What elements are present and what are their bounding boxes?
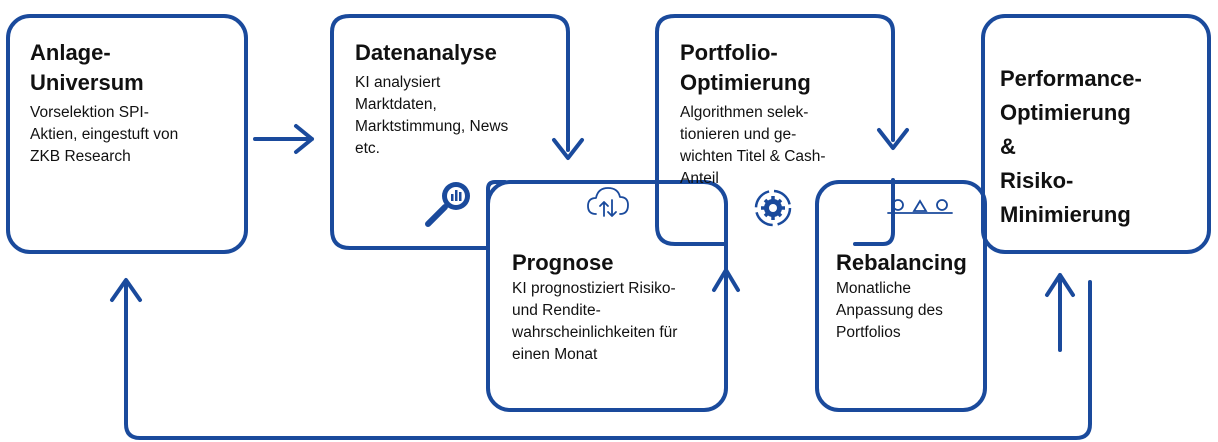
arrow-anlage-to-datenanalyse (253, 124, 314, 154)
portfolio-box-outline (655, 14, 895, 246)
portfolio-title: Portfolio- Optimierung (680, 40, 811, 95)
step-datenanalyse: Datenanalyse KI analysiert Marktdaten, M… (355, 38, 560, 160)
step-prognose: Prognose KI prognostiziert Risiko- und R… (512, 248, 727, 366)
prognose-title: Prognose (512, 250, 614, 275)
anlage-box-outline (6, 14, 248, 254)
datenanalyse-desc: KI analysiert Marktdaten, Marktstimmung,… (355, 74, 509, 157)
arrow-down-to-prognose-head (552, 138, 584, 160)
rebalancing-title: Rebalancing (836, 250, 967, 275)
anlage-desc: Vorselektion SPI- Aktien, eingestuft von… (30, 104, 179, 165)
rebalancing-box-outline (815, 180, 987, 412)
arrow-prognose-to-portfolio (712, 268, 740, 332)
cloud-sync-icon (587, 187, 629, 217)
performance-box-outline (981, 14, 1211, 254)
step-performance-risiko: Performance- Optimierung & Risiko- Minim… (1000, 62, 1205, 232)
step-portfolio-optimierung: Portfolio- Optimierung Algorithmen selek… (680, 38, 890, 190)
magnifier-chart-icon (425, 182, 470, 227)
performance-title: Performance- Optimierung & Risiko- Minim… (1000, 66, 1142, 227)
arrow-rebalancing-to-performance (1045, 273, 1075, 352)
datenanalyse-box-outline (330, 14, 570, 250)
gear-cycle-icon (754, 189, 792, 227)
feedback-loop-arrowhead (110, 278, 142, 302)
rebalancing-desc: Monatliche Anpassung des Portfolios (836, 280, 943, 341)
portfolio-box-right-edge (853, 178, 895, 246)
balance-scale-icon (887, 199, 953, 214)
arrow-down-to-rebalancing-head (877, 128, 909, 150)
portfolio-desc: Algorithmen selek- tionieren und ge- wic… (680, 104, 826, 187)
prognose-desc: KI prognostiziert Risiko- und Rendite- w… (512, 280, 678, 363)
datenanalyse-title: Datenanalyse (355, 40, 497, 65)
anlage-title: Anlage- Universum (30, 40, 144, 95)
step-anlage-universum: Anlage- Universum Vorselektion SPI- Akti… (30, 38, 240, 168)
feedback-loop-line (124, 280, 1092, 440)
step-rebalancing: Rebalancing Monatliche Anpassung des Por… (836, 248, 986, 344)
